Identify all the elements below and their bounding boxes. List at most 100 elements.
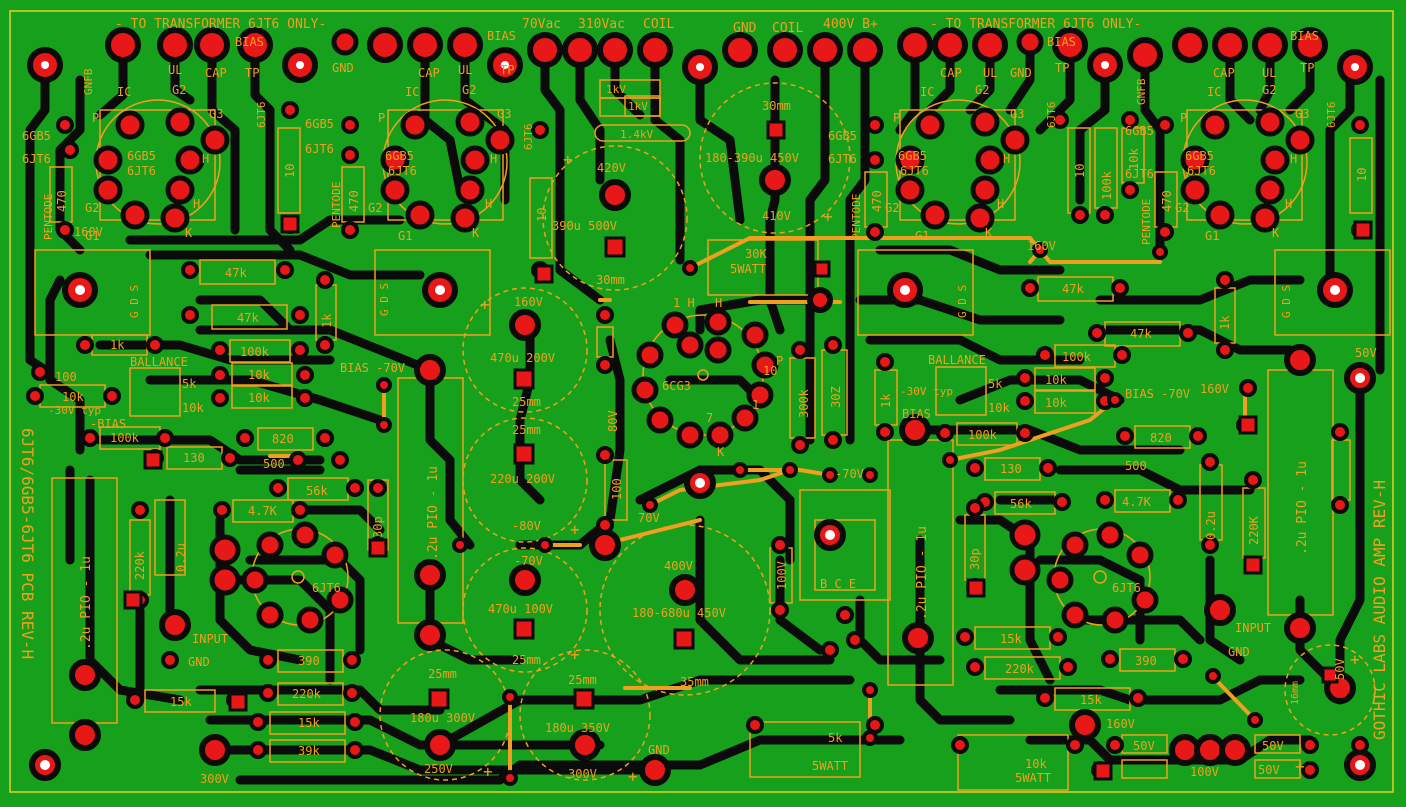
r820-a: 820: [272, 432, 294, 446]
pin-k-2: K: [472, 226, 480, 240]
side-6jt6-rot-2: 6JT6: [522, 124, 535, 151]
v160-right: 160V: [1200, 382, 1229, 396]
pin-ic-2: IC: [405, 85, 419, 99]
r100k-top: 100k: [1100, 170, 1114, 200]
pin-h-3a: H: [1003, 152, 1010, 166]
pin-h-1b: H: [193, 197, 200, 211]
pin-h-2a: H: [490, 152, 497, 166]
c470u100: 470u 100V: [488, 602, 553, 616]
side-6jt6-2: 6JT6: [305, 142, 334, 156]
tp-label-4: TP: [1300, 61, 1314, 75]
c160-a: 160V: [514, 295, 543, 309]
svg-text:+: +: [1295, 757, 1305, 776]
pin-g3-2: G3: [497, 107, 511, 121]
center-pin-h1: 1 H: [673, 296, 695, 310]
c410: 410V: [762, 209, 791, 223]
pentode-2: PENTODE: [330, 182, 343, 228]
bias-small-left: -BIAS: [90, 417, 126, 431]
r10-c: 10: [1073, 164, 1087, 178]
r470-c: 470: [870, 190, 884, 212]
r15k-b: 15k: [170, 695, 192, 709]
header-gnd: GND: [733, 21, 757, 36]
pin-g1-3: G1: [915, 229, 929, 243]
r5k-watt: 5WATT: [812, 759, 848, 773]
r15k-c: 15k: [1000, 632, 1022, 646]
svg-text:+: +: [823, 207, 833, 226]
r30p-a: 30p: [371, 516, 385, 538]
bias-label-2: BIAS: [487, 29, 516, 43]
r100v: 100V: [775, 561, 789, 590]
c50v-b: 50V: [1262, 739, 1284, 753]
side-title-right: GOTHIC LABS AUDIO AMP REV-H: [1370, 480, 1389, 740]
gnfb-left: GNFB: [82, 68, 95, 95]
r10-b: 10: [535, 208, 549, 222]
c470u200: 470u 200V: [490, 351, 555, 365]
tube4-label-b: 6JT6: [1187, 164, 1216, 178]
cap-label-4: CAP: [1213, 66, 1235, 80]
pin-p-2: P: [378, 111, 385, 125]
side-6jt6-1: 6JT6: [22, 152, 51, 166]
c30mm-b: 30mm: [762, 99, 791, 113]
c25mm-e: 25mm: [568, 673, 597, 687]
pin-g2-3: G2: [975, 83, 989, 97]
pentode-4: PENTODE: [1140, 199, 1153, 245]
pin-p-1: P: [92, 111, 99, 125]
v50: 50V: [1355, 346, 1377, 360]
top-traces: [268, 236, 1257, 780]
ul-label-3: UL: [983, 66, 997, 80]
pot-5k-left: 5k: [182, 377, 197, 391]
r39k: 39k: [298, 744, 320, 758]
center-pin-1: 1: [752, 398, 759, 412]
r300k: 300k: [797, 388, 811, 418]
pin-ic-3: IC: [920, 85, 934, 99]
side-6jt6-rot-4: 6JT6: [1325, 102, 1338, 129]
pio-left: .2u PIO - 1u: [79, 556, 94, 650]
gnfb-right: GNFB: [1135, 78, 1148, 105]
c0-2-b: 0.2u: [1204, 511, 1218, 540]
c70v-a: -70V: [514, 554, 543, 568]
ballance-left: BALLANCE: [130, 355, 188, 369]
side-6jt6-rot-3: 6JT6: [1045, 102, 1058, 129]
pin-g3-3: G3: [1010, 107, 1024, 121]
r30k-line2: 5WATT: [730, 262, 766, 276]
tube2-label-b: 6JT6: [388, 164, 417, 178]
v30-typ: -30V typ: [48, 404, 101, 417]
r15k-d: 15k: [1080, 693, 1102, 707]
pot-10k-right: 10k: [988, 401, 1010, 415]
pin-h-3b: H: [997, 197, 1004, 211]
r220k-a: 220k: [133, 550, 147, 580]
svg-text:+: +: [480, 295, 490, 314]
r30p-b: 30p: [968, 548, 982, 570]
svg-text:+: +: [570, 645, 580, 664]
side-6gb5-3: 6GB5: [828, 129, 857, 143]
traces: [25, 40, 1385, 785]
pin-p-3: P: [893, 111, 900, 125]
pin-h-1a: H: [202, 152, 209, 166]
r220k-b: 220k: [292, 687, 322, 701]
header-pad-row: [27, 27, 1373, 85]
header-70vac: 70Vac: [522, 17, 561, 32]
header-right-note: - TO TRANSFORMER 6JT6 ONLY-: [930, 17, 1141, 32]
r1k-d: 1k: [879, 393, 893, 408]
r30z: 30Z: [829, 386, 843, 408]
r220k-c: 220K: [1247, 515, 1261, 545]
c30mm-a: 30mm: [596, 273, 625, 287]
r10k-c: 10k: [62, 390, 84, 404]
r390-a: 390: [298, 654, 320, 668]
cap-label-1: CAP: [205, 66, 227, 80]
c70v-b: 70V: [638, 511, 660, 525]
side-6jt6-rot-1: 6JT6: [255, 102, 268, 129]
ul-label-2: UL: [458, 63, 472, 77]
v160-top-right: 160V: [1027, 239, 1056, 253]
tube3-label-a: 6GB5: [898, 149, 927, 163]
bias-label-3: BIAS: [1047, 35, 1076, 49]
pentode-3: PENTODE: [850, 194, 863, 240]
pio-mid-left: .2u PIO - 1u: [426, 466, 441, 560]
drill-holes: [40, 61, 1365, 770]
input-left: INPUT: [192, 632, 228, 646]
cap-label-2: CAP: [418, 66, 440, 80]
c400v: 400V: [664, 559, 693, 573]
v50-b: 50V: [1333, 658, 1347, 680]
pin-h-4b: H: [1285, 197, 1292, 211]
input-right: INPUT: [1235, 621, 1271, 635]
